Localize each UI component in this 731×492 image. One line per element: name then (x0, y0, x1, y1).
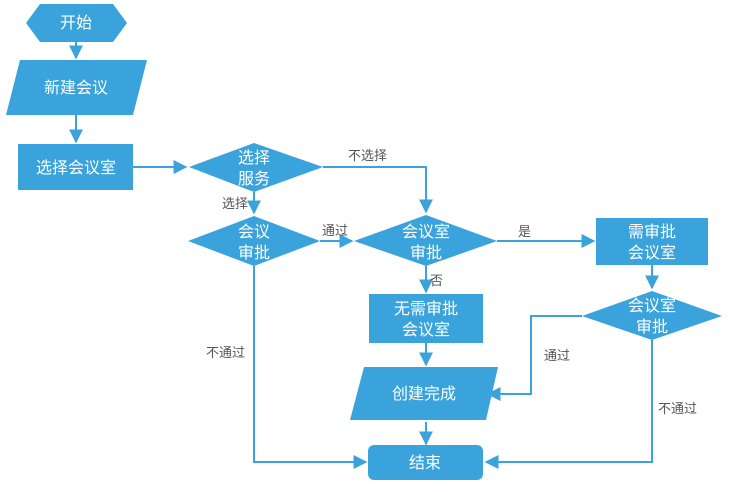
edge-room-approval-fail (484, 340, 653, 469)
rectangle-shape (369, 294, 483, 343)
diamond-shape (354, 215, 497, 266)
node-creation-complete-text: 创建完成 (392, 384, 456, 403)
node-room-approval-2: 会议室 审批 (582, 291, 722, 340)
node-end-text: 结束 (409, 453, 441, 472)
node-room-approval-decision-line-2: 审批 (410, 243, 442, 262)
label-pass-2: 通过 (544, 349, 570, 364)
hexagon-shape (26, 4, 127, 42)
diamond-shape (188, 216, 320, 266)
node-room-no-approval-line-2: 会议室 (402, 320, 450, 339)
label-select: 选择 (222, 197, 248, 212)
label-fail-2: 不通过 (658, 402, 697, 417)
diamond-shape (189, 143, 323, 192)
node-start-text: 开始 (60, 13, 92, 32)
rectangle-shape (596, 218, 708, 265)
edge-room-approval-pass (486, 315, 582, 401)
label-no-select: 不选择 (348, 149, 387, 164)
parallelogram-shape (6, 60, 147, 115)
rounded-rectangle-shape (368, 445, 483, 480)
node-meeting-approval: 会议 审批 (188, 216, 320, 266)
label-yes: 是 (518, 225, 531, 240)
node-room-needs-approval-line-2: 会议室 (628, 243, 676, 262)
diamond-shape (582, 291, 722, 340)
node-room-no-approval-line-1: 无需审批 (394, 299, 458, 318)
edge-meeting-approval-fail (253, 266, 368, 469)
node-select-service-line-2: 服务 (238, 169, 270, 188)
node-end: 结束 (368, 445, 483, 480)
rectangle-shape (18, 144, 133, 190)
edges (69, 42, 659, 469)
node-start: 开始 (26, 4, 127, 42)
node-select-room: 选择会议室 (18, 144, 133, 190)
node-new-meeting: 新建会议 (6, 60, 147, 115)
node-room-approval-decision-line-1: 会议室 (402, 222, 450, 241)
node-meeting-approval-line-2: 审批 (238, 243, 270, 262)
node-meeting-approval-line-1: 会议 (238, 222, 270, 241)
node-new-meeting-text: 新建会议 (44, 78, 108, 97)
label-fail-1: 不通过 (206, 346, 245, 361)
node-room-needs-approval-line-1: 需审批 (628, 222, 676, 241)
edge-select-service-no-select (323, 166, 433, 214)
node-room-approval-2-line-1: 会议室 (628, 296, 676, 315)
node-select-service: 选择 服务 (189, 143, 323, 192)
node-room-no-approval: 无需审批 会议室 (369, 294, 483, 343)
edge-labels: 不选择 选择 通过 是 否 不通过 通过 不通过 (206, 149, 697, 417)
node-select-room-text: 选择会议室 (36, 158, 116, 177)
node-room-needs-approval: 需审批 会议室 (596, 218, 708, 265)
node-creation-complete: 创建完成 (350, 367, 498, 420)
node-room-approval-decision: 会议室 审批 (354, 215, 497, 266)
label-pass-1: 通过 (322, 224, 348, 239)
label-no: 否 (430, 274, 443, 289)
parallelogram-shape (350, 367, 498, 420)
node-room-approval-2-line-2: 审批 (636, 317, 668, 336)
node-select-service-line-1: 选择 (238, 148, 270, 167)
